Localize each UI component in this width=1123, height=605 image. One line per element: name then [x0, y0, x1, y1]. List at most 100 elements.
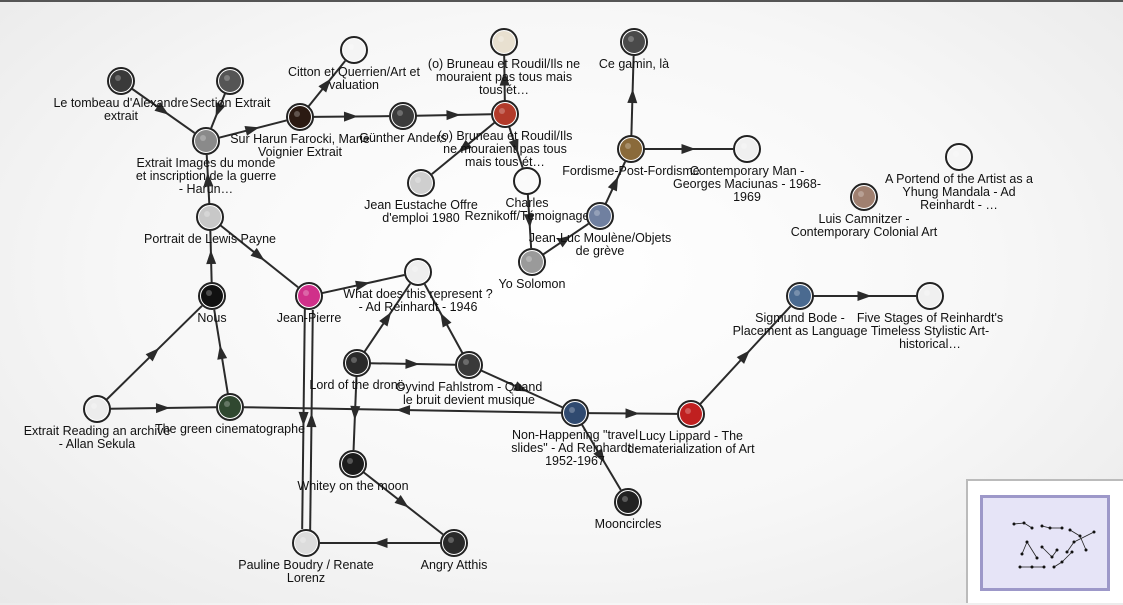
- node-thumbnail-highlight: [521, 175, 527, 181]
- node-n33[interactable]: Angry Atthis: [421, 529, 488, 572]
- arrow-n2-n4: [215, 102, 226, 118]
- arrow-n18-n4: [203, 172, 214, 187]
- node-thumbnail[interactable]: [86, 398, 108, 420]
- node-n7[interactable]: Günther Anders: [359, 102, 447, 145]
- node-label: The green cinematographe: [155, 422, 305, 436]
- minimap-node: [1025, 540, 1029, 544]
- node-thumbnail-highlight: [594, 210, 600, 216]
- node-n30[interactable]: Whitey on the moon: [297, 450, 409, 493]
- node-thumbnail[interactable]: [516, 170, 538, 192]
- node-thumbnail[interactable]: [443, 532, 465, 554]
- node-n24[interactable]: Lord of the drone: [309, 349, 405, 392]
- node-n17[interactable]: Luis Camnitzer -Contemporary Colonial Ar…: [791, 183, 938, 239]
- arrow-n26-n27: [155, 403, 170, 414]
- minimap-node: [1084, 548, 1088, 552]
- node-thumbnail[interactable]: [493, 31, 515, 53]
- minimap-graph: [1012, 521, 1096, 569]
- arrow-n8-n12: [457, 139, 472, 153]
- node-thumbnail[interactable]: [407, 261, 429, 283]
- node-n19[interactable]: Nous: [197, 282, 227, 325]
- node-thumbnail[interactable]: [589, 205, 611, 227]
- node-n22[interactable]: Sigmund Bode -Placement as Language: [733, 282, 868, 338]
- node-n10[interactable]: Fordisme-Post-Fordisme: [562, 135, 700, 178]
- node-n9[interactable]: Ce gamin, là: [599, 28, 669, 71]
- node-thumbnail[interactable]: [564, 402, 586, 424]
- node-thumbnail[interactable]: [343, 39, 365, 61]
- node-n31[interactable]: Mooncircles: [595, 488, 662, 531]
- node-thumbnail-highlight: [924, 290, 930, 296]
- node-thumbnail[interactable]: [295, 532, 317, 554]
- minimap-viewport[interactable]: [980, 495, 1110, 591]
- node-label: Voignier Extrait: [258, 145, 343, 159]
- arrow-n33-n32: [373, 538, 388, 548]
- node-n26[interactable]: Extrait Reading an archive- Allan Sekula: [24, 395, 171, 451]
- node-thumbnail[interactable]: [219, 70, 241, 92]
- node-thumbnail[interactable]: [494, 103, 516, 125]
- node-thumbnail[interactable]: [623, 31, 645, 53]
- node-label: - Harun…: [179, 182, 233, 196]
- node-label: Extrait Images du monde: [137, 156, 276, 170]
- node-thumbnail[interactable]: [410, 172, 432, 194]
- minimap-node: [1012, 522, 1016, 526]
- node-thumbnail-highlight: [91, 403, 97, 409]
- node-label: Whitey on the moon: [297, 479, 408, 493]
- node-label: Reznikoff/Témoignage: [465, 209, 590, 223]
- node-thumbnail[interactable]: [110, 70, 132, 92]
- node-n21[interactable]: What does this represent ?- Ad Reinhardt…: [343, 258, 493, 314]
- node-thumbnail[interactable]: [948, 146, 970, 168]
- node-thumbnail[interactable]: [458, 354, 480, 376]
- node-thumbnail[interactable]: [195, 130, 217, 152]
- node-label: Georges Maciunas - 1968-: [673, 177, 821, 191]
- node-n20[interactable]: Jean-Pierre: [277, 282, 342, 325]
- node-thumbnail-highlight: [412, 266, 418, 272]
- node-label: (o) Bruneau et Roudil/Ils: [438, 129, 573, 143]
- node-thumbnail[interactable]: [289, 106, 311, 128]
- node-n15[interactable]: Yo Solomon: [499, 248, 566, 291]
- node-n2[interactable]: Section Extrait: [190, 67, 271, 110]
- node-thumbnail[interactable]: [346, 352, 368, 374]
- node-thumbnail[interactable]: [199, 206, 221, 228]
- node-thumbnail[interactable]: [298, 285, 320, 307]
- node-n11[interactable]: Contemporary Man -Georges Maciunas - 196…: [673, 135, 821, 204]
- node-thumbnail[interactable]: [521, 251, 543, 273]
- node-thumbnail-highlight: [625, 143, 631, 149]
- node-thumbnail[interactable]: [853, 186, 875, 208]
- node-thumbnail[interactable]: [680, 403, 702, 425]
- minimap[interactable]: [966, 479, 1123, 603]
- node-thumbnail[interactable]: [919, 285, 941, 307]
- minimap-node: [1050, 555, 1054, 559]
- node-thumbnail[interactable]: [620, 138, 642, 160]
- node-thumbnail[interactable]: [392, 105, 414, 127]
- node-thumbnail[interactable]: [617, 491, 639, 513]
- node-n27[interactable]: The green cinematographe: [155, 393, 305, 436]
- node-n18[interactable]: Portrait de Lewis Payne: [144, 203, 276, 246]
- arrow-n19-n18: [206, 250, 217, 265]
- node-thumbnail[interactable]: [789, 285, 811, 307]
- node-thumbnail[interactable]: [342, 453, 364, 475]
- minimap-node: [1040, 545, 1044, 549]
- node-thumbnail[interactable]: [219, 396, 241, 418]
- node-label: Charles: [505, 196, 548, 210]
- minimap-edge: [1026, 541, 1038, 559]
- minimap-node: [1035, 556, 1039, 560]
- node-label: 1969: [733, 190, 761, 204]
- node-thumbnail[interactable]: [736, 138, 758, 160]
- node-thumbnail[interactable]: [201, 285, 223, 307]
